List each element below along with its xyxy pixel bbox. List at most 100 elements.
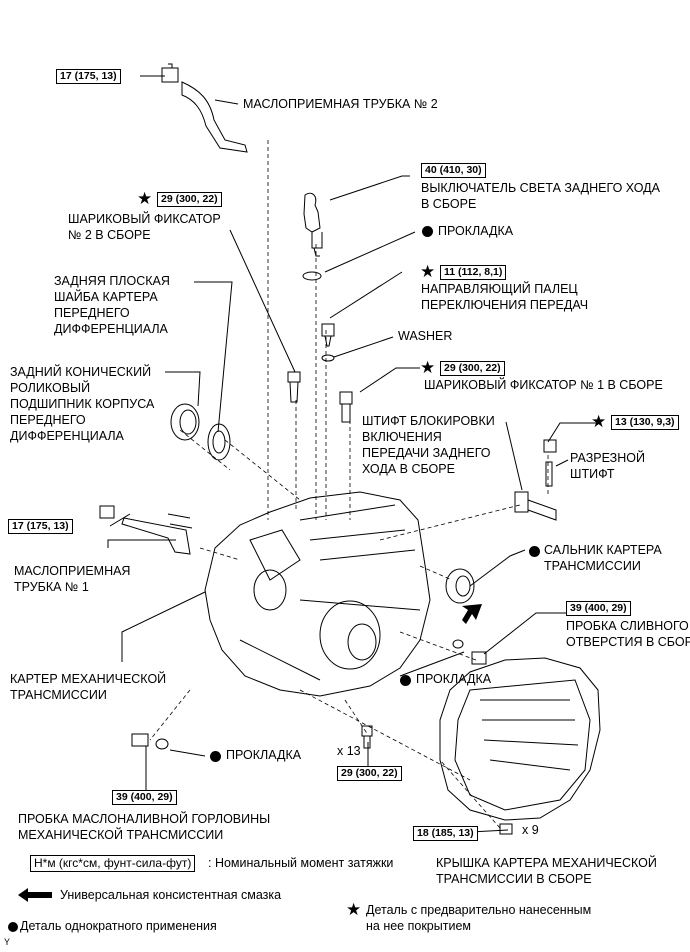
precoat-star-icon: ★ [420,262,436,281]
label-cover-1: КРЫШКА КАРТЕРА МЕХАНИЧЕСКОЙ [436,856,657,870]
label-seal-2: ТРАНСМИССИИ [544,559,641,573]
label-reverse-switch-1: ВЫКЛЮЧАТЕЛЬ СВЕТА ЗАДНЕГО ХОДА [421,181,660,195]
leader-oil-tube-2 [140,75,239,105]
label-lock-pin-4: ХОДА В СБОРЕ [362,462,455,476]
grease-arrow-legend [18,888,52,902]
precoat-star-icon: ★ [420,358,436,377]
label-lock-pin-1: ШТИФТ БЛОКИРОВКИ [362,414,495,428]
label-case-1: КАРТЕР МЕХАНИЧЕСКОЙ [10,672,167,686]
label-oil-tube-1-1: МАСЛОПРИЕМНАЯ [14,564,131,578]
torque-ball-detent-2: 29 (300, 22) [157,192,222,207]
label-bearing-2: РОЛИКОВЫЙ [10,381,91,395]
label-guide-pin-2: ПЕРЕКЛЮЧЕНИЯ ПЕРЕДАЧ [421,298,589,312]
leader-gasket-1 [324,231,416,273]
label-drain-2: ОТВЕРСТИЯ В СБОРЕ [566,635,690,649]
oil-tube-2 [181,81,248,153]
legend-precoat-1: Деталь с предварительно нанесенным [366,903,592,917]
label-oil-tube-2: МАСЛОПРИЕМНАЯ ТРУБКА № 2 [243,97,438,111]
oil-tube-1 [121,517,191,555]
label-slot-pin-2: ШТИФТ [570,467,615,481]
label-lock-pin-3: ПЕРЕДАЧИ ЗАДНЕГО [362,446,491,460]
torque-oil-tube-1: 17 (175, 13) [8,519,73,534]
label-bearing-3: ПОДШИПНИК КОРПУСА [10,397,155,411]
label-gasket-2: ПРОКЛАДКА [416,672,492,686]
ball-detent-1 [339,391,353,423]
seal [445,568,475,604]
label-bearing-1: ЗАДНИЙ КОНИЧЕСКИЙ [10,365,152,379]
single-use-dot-icon [400,675,411,686]
label-guide-pin-1: НАПРАВЛЯЮЩИЙ ПАЛЕЦ [421,282,578,296]
leader-guide-pin [329,271,403,319]
flat-washer [207,423,231,461]
single-use-dot-icon [422,226,433,237]
leader-gasket-2 [399,651,465,677]
label-seal-1: САЛЬНИК КАРТЕРА [544,543,662,557]
ball-detent-2 [287,371,301,403]
leader-drain [483,612,570,655]
leader-lock-bolt [547,422,596,443]
leader-reverse-switch [329,175,410,201]
label-bearing-4: ПЕРЕДНЕГО [10,413,86,427]
label-reverse-switch-2: В СБОРЕ [421,197,477,211]
torque-oil-tube-2: 17 (175, 13) [56,69,121,84]
leader-slot-pin [555,459,569,467]
torque-guide-pin: 11 (112, 8,1) [440,265,507,280]
legend-torque-box: Н*м (кгс*см, фунт-сила-фут) [30,855,196,872]
label-gasket-3: ПРОКЛАДКА [226,748,302,762]
legend-precoat-2: на нее покрытием [366,919,471,933]
bearing [170,403,200,441]
transmission-cover [439,657,601,821]
label-drain-1: ПРОБКА СЛИВНОГО [566,619,689,633]
torque-cover: 18 (185, 13) [413,826,478,841]
leader-washer-front [194,281,233,433]
label-washer-front-3: ПЕРЕДНЕГО [54,306,130,320]
label-washer-front-4: ДИФФЕРЕНЦИАЛА [54,322,168,336]
label-ball-detent-1: ШАРИКОВЫЙ ФИКСАТОР № 1 В СБОРЕ [424,378,663,392]
torque-fill-plug: 39 (400, 29) [112,790,177,805]
legend-single-use: Деталь однократного применения [20,919,217,933]
legend-torque-text: : Номинальный момент затяжки [208,856,394,870]
fill-plug [131,733,149,747]
leader-bearing [165,371,201,407]
torque-case-bolts: 29 (300, 22) [337,766,402,781]
single-use-dot-icon [529,546,540,557]
precoat-star-icon: ★ [137,189,153,208]
label-case-2: ТРАНСМИССИИ [10,688,107,702]
guide-pin [321,323,335,347]
case-bolt [361,725,373,749]
label-fill-2: МЕХАНИЧЕСКОЙ ТРАНСМИССИИ [18,828,224,842]
leader-washer [333,336,394,358]
label-washer-front-2: ШАЙБА КАРТЕРА [54,290,158,304]
precoat-star-icon: ★ [591,412,607,431]
label-oil-tube-1-2: ТРУБКА № 1 [14,580,89,594]
corner-mark: Y [4,937,11,947]
leader-case [121,591,206,662]
label-bearing-5: ДИФФЕРЕНЦИАЛА [10,429,124,443]
torque-ball-detent-1: 29 (300, 22) [440,361,505,376]
reverse-switch [303,192,321,233]
label-fill-1: ПРОБКА МАСЛОНАЛИВНОЙ ГОРЛОВИНЫ [18,812,271,826]
single-use-dot-icon [210,751,221,762]
leader-ball-det-2 [229,229,296,373]
torque-lock-pin: 13 (130, 9,3) [611,415,679,430]
label-gasket-1: ПРОКЛАДКА [438,224,514,238]
label-ball-detent-2-2: № 2 В СБОРЕ [68,228,151,242]
leader-gasket-3 [169,749,206,757]
label-cover-2: ТРАНСМИССИИ В СБОРЕ [436,872,592,886]
leader-lock-pin [505,421,523,491]
legend-star-icon: ★ [346,900,362,919]
label-x9: x 9 [522,823,539,837]
label-lock-pin-2: ВКЛЮЧЕНИЯ [362,430,442,444]
torque-reverse-switch: 40 (410, 30) [421,163,486,178]
lock-pin [514,491,557,521]
slot-pin [545,461,553,487]
legend-grease: Универсальная консистентная смазка [60,888,282,902]
label-slot-pin-1: РАЗРЕЗНОЙ [570,451,645,465]
label-washer: WASHER [398,329,453,343]
label-x13: x 13 [337,744,361,758]
leader-seal [469,549,526,587]
leader-oil-tube-1 [107,513,176,548]
label-washer-front-1: ЗАДНЯЯ ПЛОСКАЯ [54,274,170,288]
transmission-case [204,491,431,697]
